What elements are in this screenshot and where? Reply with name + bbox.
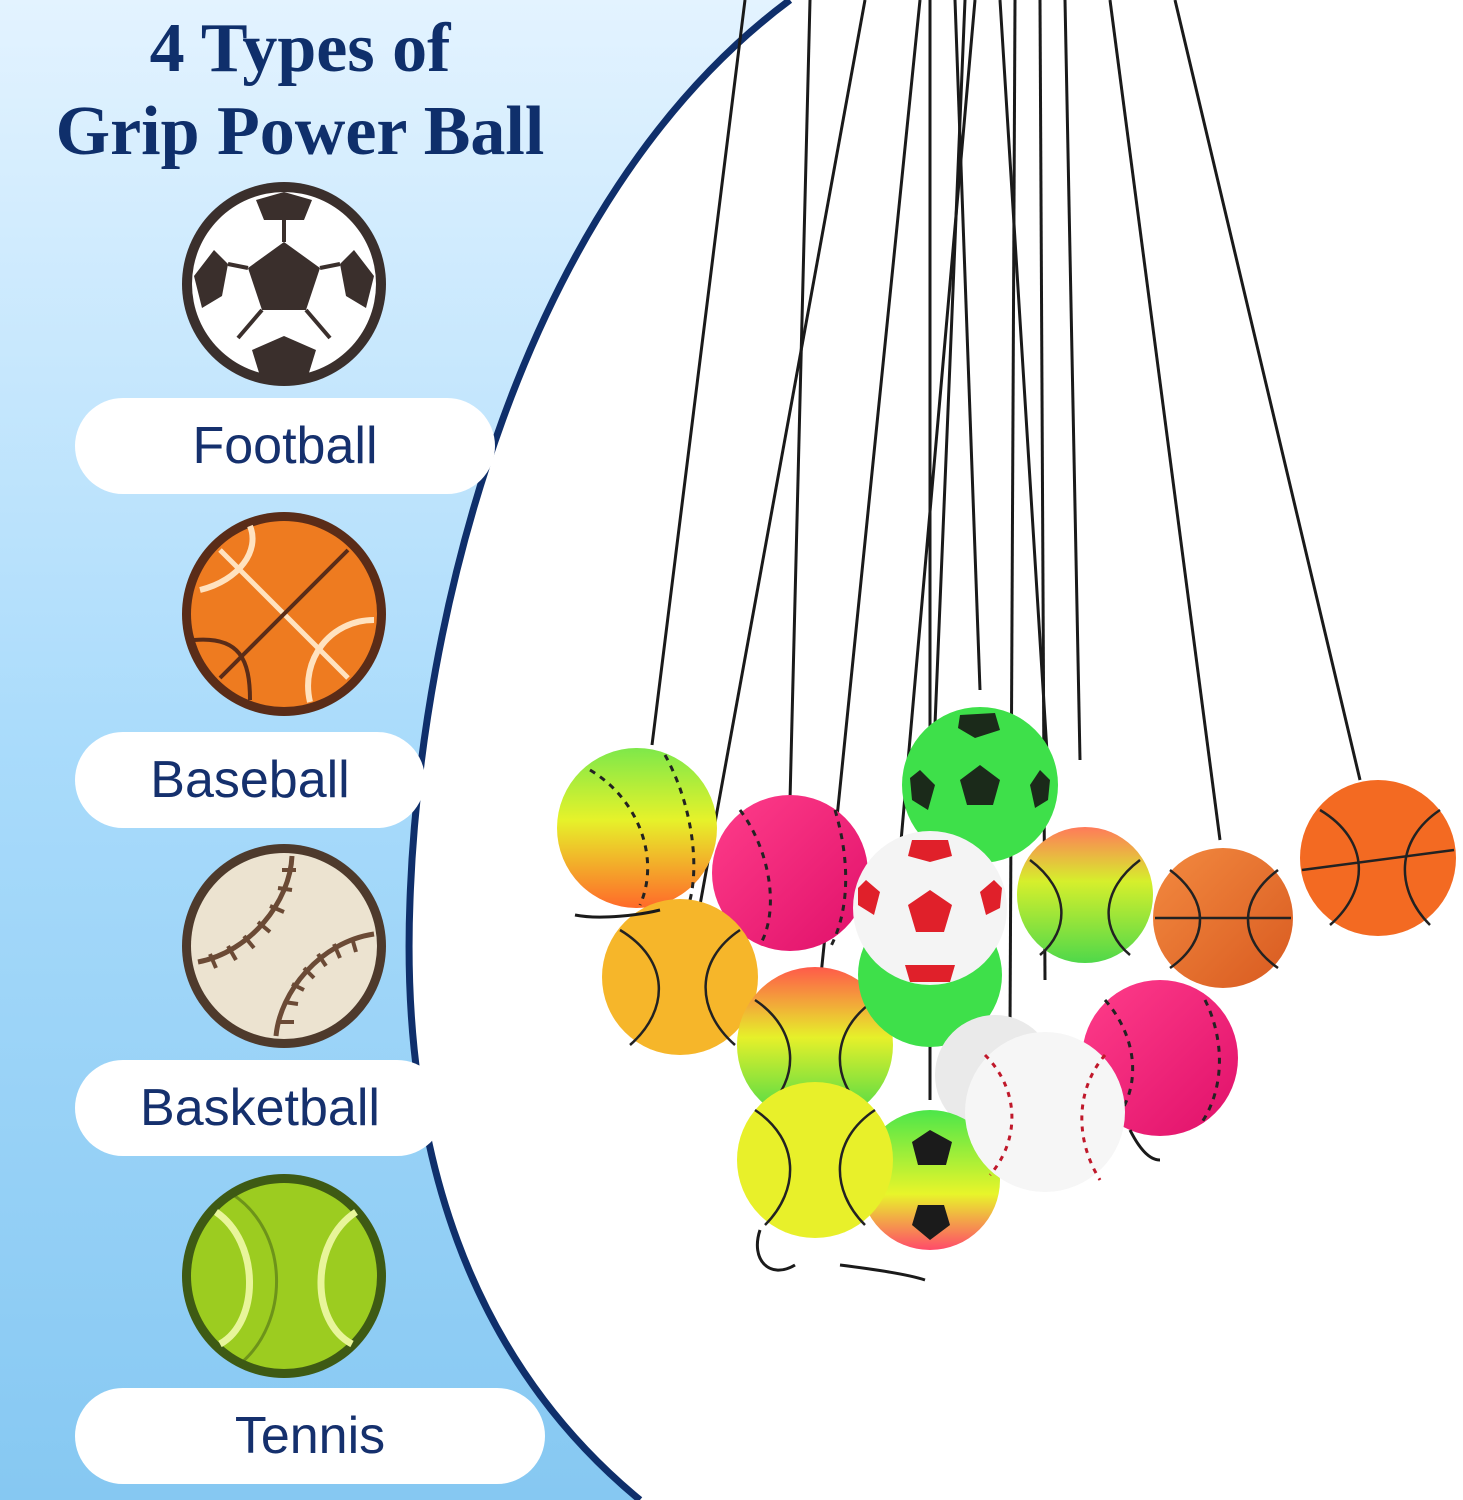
product-photo bbox=[557, 0, 1456, 1282]
label-tennis: Tennis bbox=[75, 1388, 545, 1484]
baseball-icon bbox=[182, 844, 386, 1048]
tennis-icon bbox=[182, 1174, 386, 1378]
title-line-2: Grip Power Ball bbox=[55, 93, 545, 170]
basketball-icon bbox=[182, 512, 386, 716]
title-line-1: 4 Types of bbox=[149, 10, 451, 87]
football-icon bbox=[182, 182, 386, 386]
label-football: Football bbox=[75, 398, 495, 494]
hanging-balls bbox=[557, 707, 1456, 1282]
label-basketball: Basketball bbox=[75, 1060, 445, 1156]
label-baseball: Baseball bbox=[75, 732, 425, 828]
